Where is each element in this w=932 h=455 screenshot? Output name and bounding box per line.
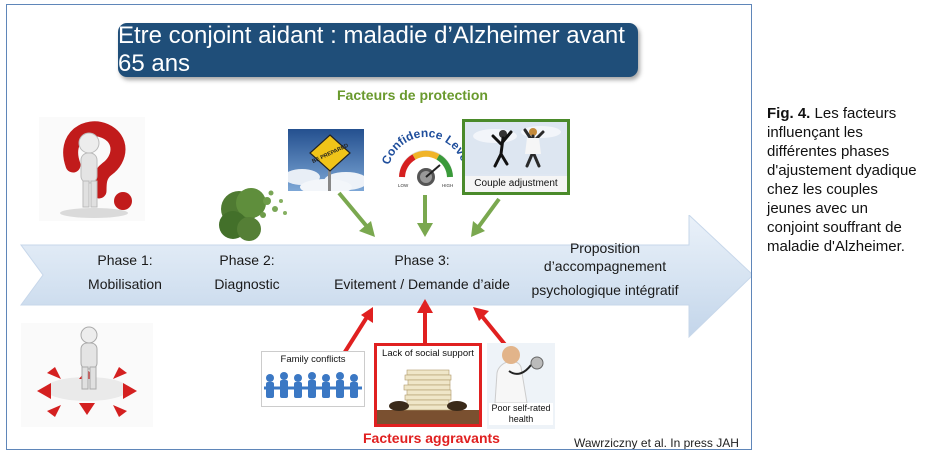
phase-process-arrow bbox=[20, 215, 751, 339]
confidence-low-text: LOW bbox=[398, 183, 409, 188]
figure-frame: Etre conjoint aidant : maladie d’Alzheim… bbox=[6, 4, 752, 450]
be-prepared-sign-image: BE PREPARED bbox=[288, 129, 364, 191]
figure-caption-label: Fig. 4. bbox=[767, 105, 811, 122]
confused-figure-arrows-image bbox=[21, 323, 153, 427]
confidence-high-text: HIGH bbox=[442, 183, 453, 188]
phase-1: Phase 1: Mobilisation bbox=[65, 252, 185, 292]
phase-3-title: Phase 3: bbox=[394, 252, 450, 268]
protection-factors-label: Facteurs de protection bbox=[337, 87, 488, 103]
phase-4-line2: d’accompagnement bbox=[543, 258, 667, 275]
poor-self-rated-health-image: Poor self-rated health bbox=[487, 343, 555, 429]
lack-of-social-support-image: Lack of social support bbox=[374, 343, 482, 427]
phase-4-line1: Proposition bbox=[569, 240, 641, 256]
aggravating-factors-label: Facteurs aggravants bbox=[363, 430, 500, 446]
couple-adjustment-image: Couple adjustment bbox=[462, 119, 570, 195]
phase-2: Phase 2: Diagnostic bbox=[197, 252, 297, 292]
couple-adjustment-caption: Couple adjustment bbox=[465, 176, 567, 192]
phase-1-name: Mobilisation bbox=[88, 276, 162, 293]
phase-2-title: Phase 2: bbox=[219, 252, 275, 268]
phase-1-title: Phase 1: bbox=[97, 252, 153, 268]
poor-self-rated-health-caption: Poor self-rated health bbox=[489, 403, 553, 425]
figure-caption: Fig. 4. Les facteurs influençant les dif… bbox=[767, 104, 917, 256]
question-mark-figure-image bbox=[39, 117, 145, 221]
phase-3: Phase 3: Evitement / Demande d’aide bbox=[317, 252, 527, 292]
phase-4-line3: psychologique intégratif bbox=[531, 282, 679, 299]
figure-caption-text: Les facteurs influençant les différentes… bbox=[767, 105, 917, 256]
phase-4: Proposition d’accompagnement psychologiq… bbox=[519, 240, 691, 298]
tree-head-image bbox=[213, 183, 291, 247]
lack-of-social-support-caption: Lack of social support bbox=[377, 348, 479, 359]
phase-3-name: Evitement / Demande d’aide bbox=[334, 276, 510, 293]
citation-credit: Wawrziczny et al. In press JAH bbox=[574, 436, 739, 450]
phase-2-name: Diagnostic bbox=[214, 276, 280, 293]
family-conflicts-caption: Family conflicts bbox=[262, 354, 364, 365]
page-title: Etre conjoint aidant : maladie d’Alzheim… bbox=[118, 22, 638, 77]
protection-arrows bbox=[337, 191, 509, 357]
family-conflicts-image: Family conflicts bbox=[261, 351, 365, 407]
confidence-level-gauge-image: Confidence Level LOW HIGH bbox=[374, 125, 476, 193]
